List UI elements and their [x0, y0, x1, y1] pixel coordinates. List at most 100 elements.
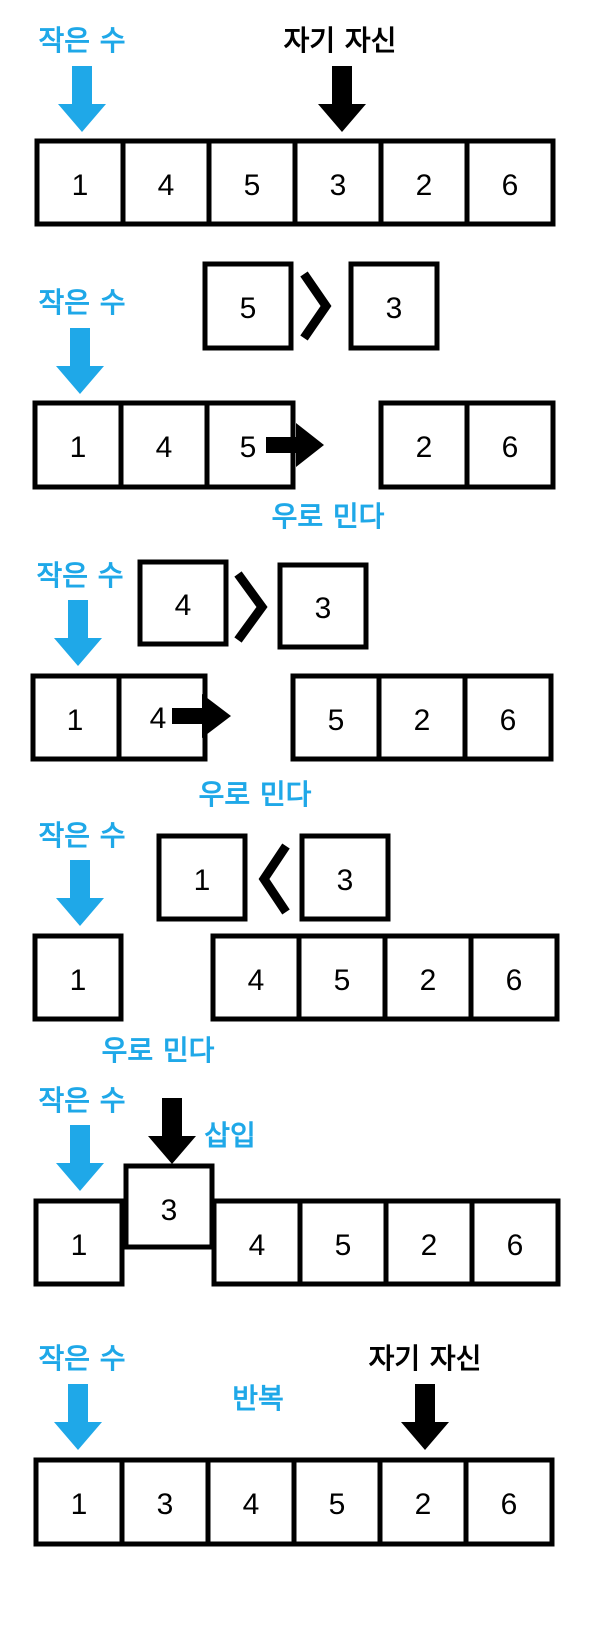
- array-cell: [34, 138, 126, 227]
- array-value: 5: [334, 964, 351, 997]
- array-value: 5: [240, 431, 257, 464]
- compare-value: 4: [175, 589, 192, 622]
- compare-value: 3: [315, 592, 332, 625]
- comparison: 5 3: [202, 261, 440, 351]
- array-value: 6: [502, 169, 519, 202]
- compare-box: [202, 261, 294, 351]
- smaller-down-arrow-icon: [56, 328, 104, 394]
- array-value: 1: [71, 1229, 88, 1262]
- array-value: 2: [416, 431, 433, 464]
- array-row: 1 4 5 2 6: [30, 673, 554, 762]
- inserted-cell: [123, 1163, 215, 1250]
- array-value: 6: [500, 704, 517, 737]
- self-label: 자기 자신: [284, 24, 397, 57]
- shift-right-label: 우로 민다: [102, 1034, 215, 1067]
- smaller-number-label: 작은 수: [36, 559, 123, 592]
- comparison: 4 3: [137, 559, 369, 650]
- array-value: 4: [156, 431, 173, 464]
- array-cell: [211, 1198, 303, 1287]
- smaller-down-arrow-icon: [56, 1125, 104, 1191]
- smaller-number-label: 작은 수: [38, 1084, 125, 1117]
- self-label: 자기 자신: [369, 1342, 482, 1375]
- array-cell: [291, 1457, 383, 1547]
- array-row: 1 3 4 5 2 6: [33, 1457, 555, 1547]
- array-cell: [464, 138, 556, 227]
- array-value: 3: [157, 1488, 174, 1521]
- array-row: 1 4 5 2 6: [32, 933, 560, 1022]
- array-value: 6: [506, 964, 523, 997]
- smaller-number-label: 작은 수: [38, 819, 125, 852]
- array-value: 6: [502, 431, 519, 464]
- compare-box: [277, 562, 369, 650]
- array-value: 5: [335, 1229, 352, 1262]
- array-value: 1: [71, 1488, 88, 1521]
- array-value: 4: [243, 1488, 260, 1521]
- array-cell: [382, 933, 474, 1022]
- compare-value: 3: [337, 864, 354, 897]
- array-value: 1: [67, 704, 84, 737]
- array-cell: [33, 1457, 125, 1547]
- array-value: 6: [507, 1229, 524, 1262]
- compare-value: 5: [240, 292, 257, 325]
- step-4: 작은 수 1 3 1 4 5 2 6 우로 민다: [32, 819, 560, 1067]
- array-row: 1 4 5 3 2 6: [34, 138, 556, 227]
- shift-right-label: 우로 민다: [272, 500, 385, 533]
- array-value: 5: [329, 1488, 346, 1521]
- array-value: 5: [244, 169, 261, 202]
- array-cell: [468, 933, 560, 1022]
- array-cell: [462, 673, 554, 762]
- array-value: 4: [249, 1229, 266, 1262]
- inserted-value: 3: [161, 1194, 178, 1227]
- compare-value: 3: [386, 292, 403, 325]
- array-value: 3: [330, 169, 347, 202]
- array-cell: [206, 138, 298, 227]
- step-5: 작은 수 삽입 3 1 4 5 2 6: [33, 1084, 561, 1287]
- array-value: 2: [416, 169, 433, 202]
- smaller-down-arrow-icon: [54, 1384, 102, 1450]
- step-2: 작은 수 5 3 1 4 5 2 6 우로 민다: [32, 261, 556, 533]
- smaller-number-label: 작은 수: [38, 286, 125, 319]
- smaller-down-arrow-icon: [56, 860, 104, 926]
- compare-value: 1: [194, 864, 211, 897]
- array-cell: [378, 138, 470, 227]
- array-value: 1: [72, 169, 89, 202]
- smaller-down-arrow-icon: [54, 600, 102, 666]
- array-value: 2: [415, 1488, 432, 1521]
- array-row: 3 1 4 5 2 6: [33, 1163, 561, 1287]
- array-value: 1: [70, 431, 87, 464]
- step-6: 작은 수 반복 자기 자신 1 3 4 5 2 6: [33, 1342, 555, 1547]
- self-down-arrow-icon: [401, 1384, 449, 1450]
- smaller-number-label: 작은 수: [38, 24, 125, 57]
- array-cell: [463, 1457, 555, 1547]
- array-value: 1: [70, 964, 87, 997]
- greater-than-icon: [300, 271, 332, 341]
- array-cell: [32, 933, 124, 1022]
- greater-than-icon: [234, 571, 268, 643]
- compare-box: [156, 833, 248, 922]
- array-cell: [118, 400, 210, 490]
- shift-right-arrow-icon: [266, 423, 324, 467]
- array-value: 2: [420, 964, 437, 997]
- array-cell: [464, 400, 556, 490]
- array-value: 6: [501, 1488, 518, 1521]
- compare-box: [348, 261, 440, 351]
- smaller-number-label: 작은 수: [38, 1342, 125, 1375]
- comparison: 1 3: [156, 833, 391, 922]
- array-value: 4: [150, 702, 167, 735]
- array-cell: [120, 138, 212, 227]
- array-cell: [378, 400, 470, 490]
- array-cell: [32, 400, 124, 490]
- array-value: 2: [421, 1229, 438, 1262]
- array-cell: [469, 1198, 561, 1287]
- array-cell: [33, 1198, 125, 1287]
- self-down-arrow-icon: [318, 66, 366, 132]
- array-cell: [296, 933, 388, 1022]
- shift-right-arrow-icon: [172, 694, 231, 738]
- shift-right-label: 우로 민다: [199, 778, 312, 811]
- array-cell: [383, 1198, 475, 1287]
- less-than-icon: [258, 843, 290, 915]
- compare-box: [137, 559, 229, 647]
- array-value: 2: [414, 704, 431, 737]
- compare-box: [299, 833, 391, 922]
